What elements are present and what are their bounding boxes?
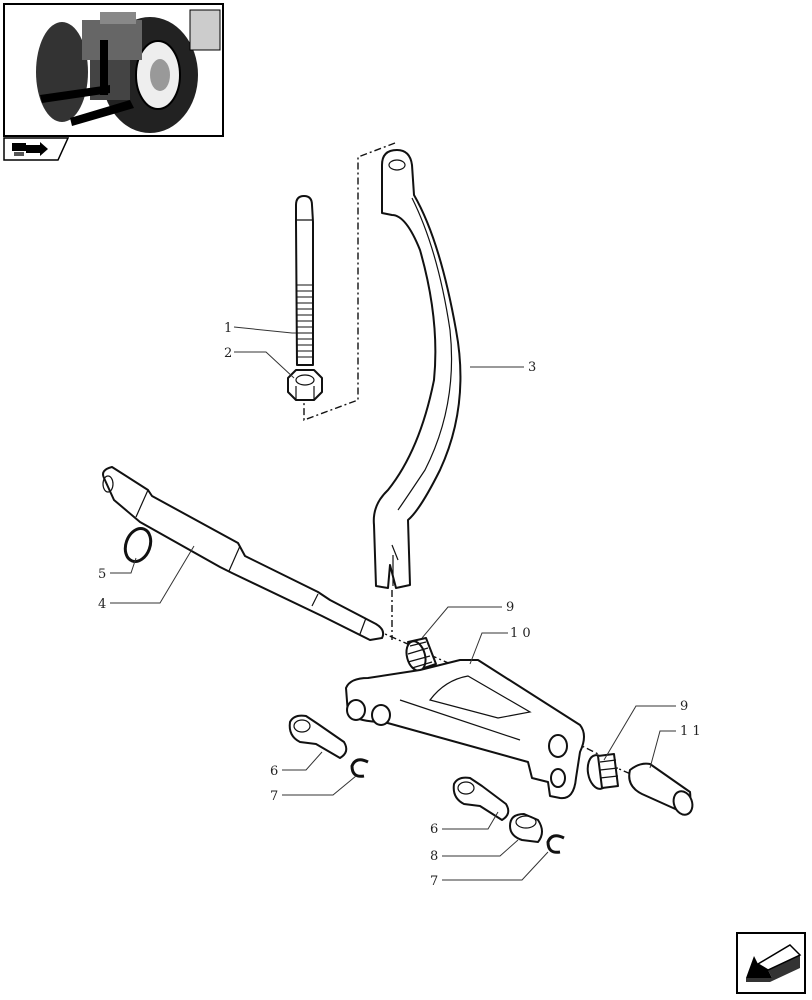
callout-8: 8: [430, 849, 438, 864]
part-9-bushing-lower: [586, 753, 619, 790]
part-2-nut: [287, 369, 323, 401]
callout-1: 1: [224, 321, 232, 336]
tractor-thumbnail-image: [36, 9, 221, 133]
thumbnail-panel[interactable]: [3, 3, 224, 137]
callout-4: 4: [98, 597, 106, 612]
callout-7b: 7: [430, 874, 438, 889]
part-7-circlip-upper: [350, 758, 369, 778]
callout-leaders: [110, 326, 676, 881]
callout-11: 1 1: [680, 724, 701, 739]
callout-9b: 9: [680, 699, 688, 714]
callout-6a: 6: [270, 764, 278, 779]
book-arrow-icon: [12, 142, 48, 156]
part-5-o-ring: [123, 527, 153, 563]
part-8-spacer: [509, 813, 543, 843]
part-10-lift-arm: [345, 659, 585, 800]
part-1-threaded-rod: [295, 195, 314, 366]
callout-3: 3: [528, 360, 536, 375]
callout-6b: 6: [430, 822, 438, 837]
callout-labels: 1 2 3 4 5 6 6 7 7 8 9 9 1 0 1 1: [98, 321, 701, 889]
callout-2: 2: [224, 346, 232, 361]
nav-tab[interactable]: [3, 137, 70, 161]
callout-7a: 7: [270, 789, 278, 804]
arrow-down-left-icon: [746, 944, 802, 982]
part-3-lift-rod: [372, 149, 462, 589]
part-6-bolt-lower: [452, 776, 510, 821]
part-7-circlip-lower: [546, 834, 565, 854]
callout-5: 5: [98, 567, 106, 582]
callout-10: 1 0: [510, 626, 531, 641]
callout-9a: 9: [506, 600, 514, 615]
part-9-bushing-upper: [405, 637, 437, 672]
part-6-bolt-upper: [288, 714, 348, 759]
part-11-pin: [628, 762, 694, 816]
part-4-shaft: [102, 466, 385, 641]
next-page-button[interactable]: [736, 932, 806, 994]
